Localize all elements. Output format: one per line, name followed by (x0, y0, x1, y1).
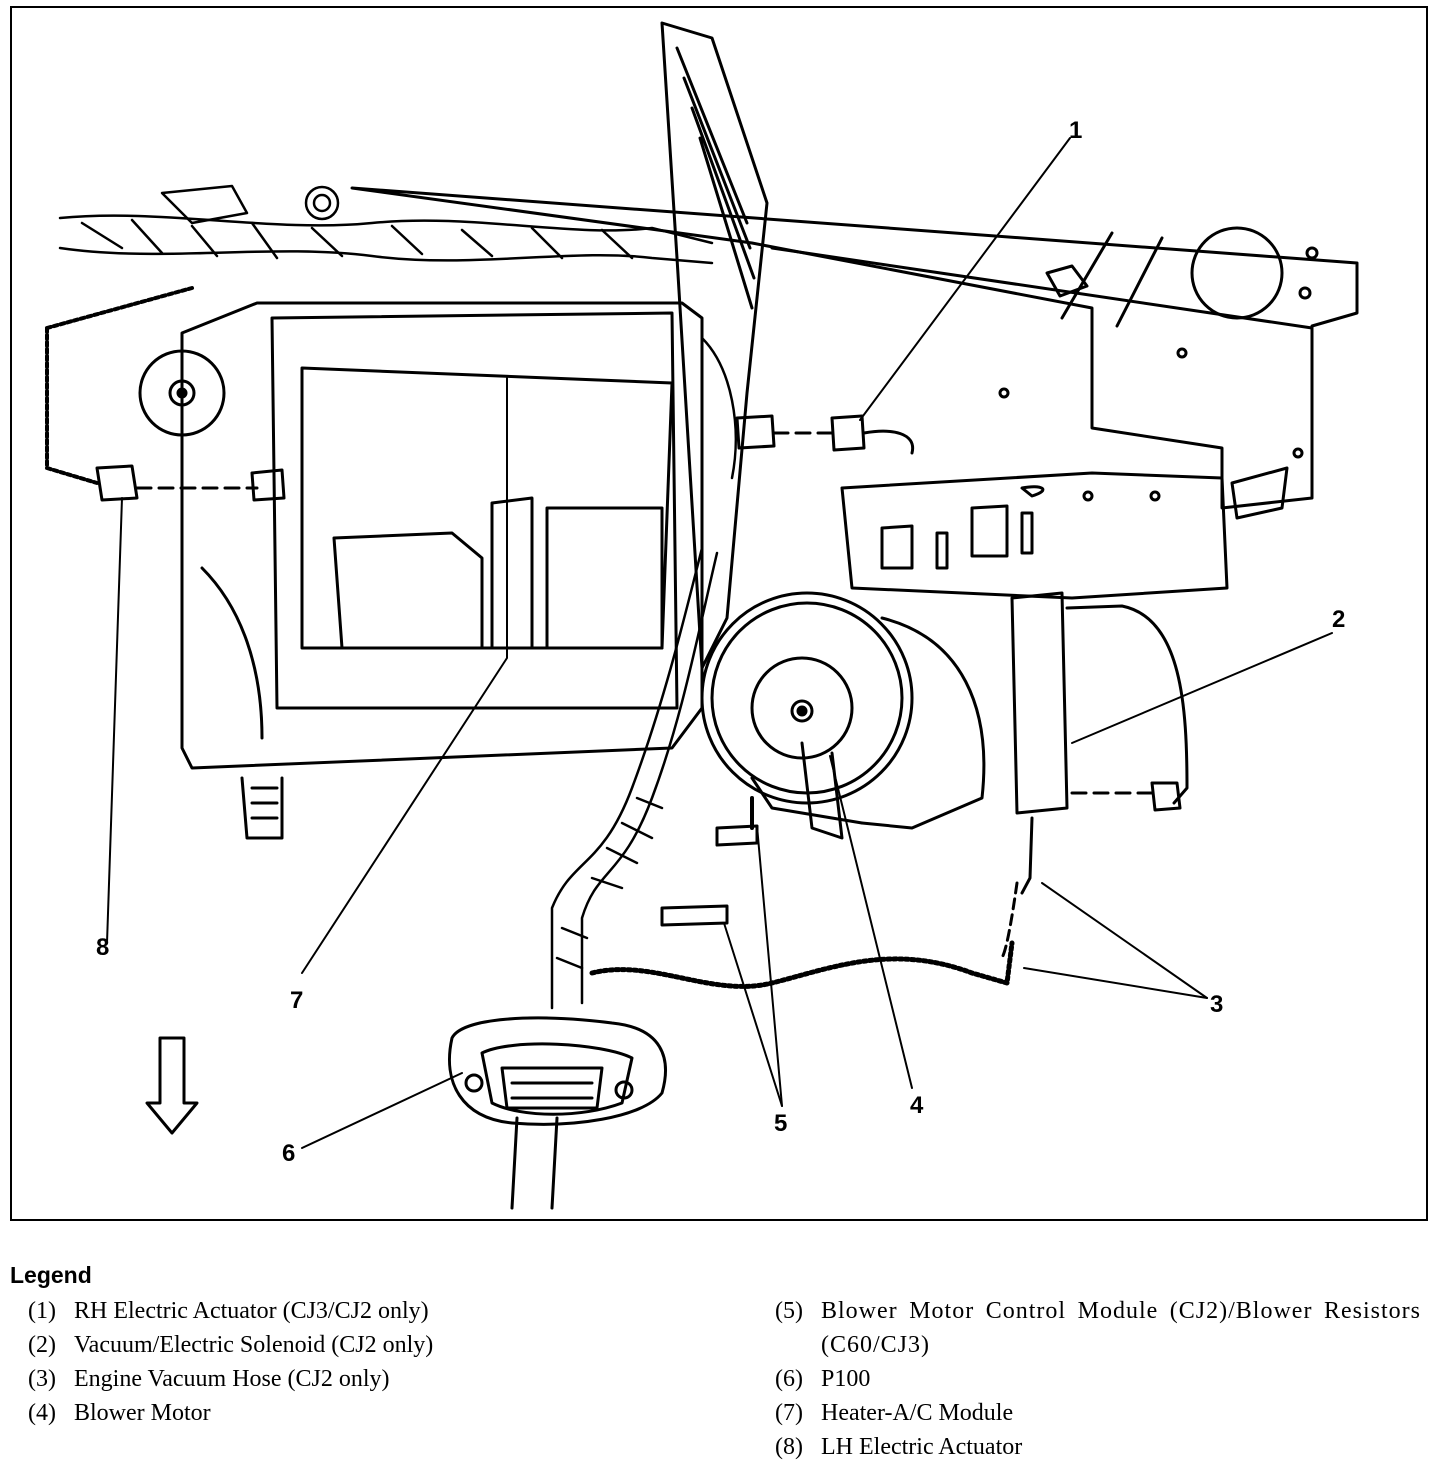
wiring-harness-top (58, 184, 714, 265)
callout-1: 1 (1069, 117, 1083, 144)
p100-grommet (448, 1016, 667, 1210)
callout-6: 6 (282, 1140, 296, 1167)
callout-3: 3 (1210, 991, 1224, 1018)
callout-4: 4 (910, 1092, 924, 1119)
legend-item-5: (5)Blower Motor Control Module (CJ2)/Blo… (775, 1298, 1421, 1358)
blower-motor-control-module (660, 796, 759, 927)
callout-2: 2 (1332, 606, 1346, 633)
down-arrow-icon (145, 1036, 199, 1135)
callout-8: 8 (96, 934, 110, 961)
legend-item-6: (6)P100 (775, 1366, 871, 1392)
callout-7: 7 (290, 987, 304, 1014)
lh-electric-actuator (45, 286, 286, 502)
wiring-harness-lower (550, 336, 737, 1010)
rh-electric-actuator (735, 414, 915, 455)
legend-item-8: (8)LH Electric Actuator (775, 1434, 1023, 1460)
legend-title: Legend (10, 1262, 92, 1288)
center-duct (660, 21, 769, 670)
dash-panel (350, 186, 1359, 520)
legend-item-2: (2)Vacuum/Electric Solenoid (CJ2 only) (28, 1332, 434, 1358)
callout-5: 5 (774, 1110, 788, 1137)
blower-motor (700, 591, 986, 840)
legend-item-4: (4)Blower Motor (28, 1400, 211, 1426)
legend-item-1: (1)RH Electric Actuator (CJ3/CJ2 only) (28, 1298, 429, 1324)
blower-housing (840, 471, 1229, 600)
legend: Legend (1)RH Electric Actuator (CJ3/CJ2 … (0, 1258, 1440, 1470)
diagram-frame: 1 2 3 4 5 6 7 8 (10, 6, 1428, 1221)
hvac-components-illustration (45, 21, 1359, 1210)
leader-lines (106, 137, 1333, 1149)
legend-item-3: (3)Engine Vacuum Hose (CJ2 only) (28, 1366, 390, 1392)
legend-item-7: (7)Heater-A/C Module (775, 1400, 1014, 1426)
vacuum-electric-solenoid (1010, 591, 1189, 815)
engine-vacuum-hose (589, 816, 1034, 989)
